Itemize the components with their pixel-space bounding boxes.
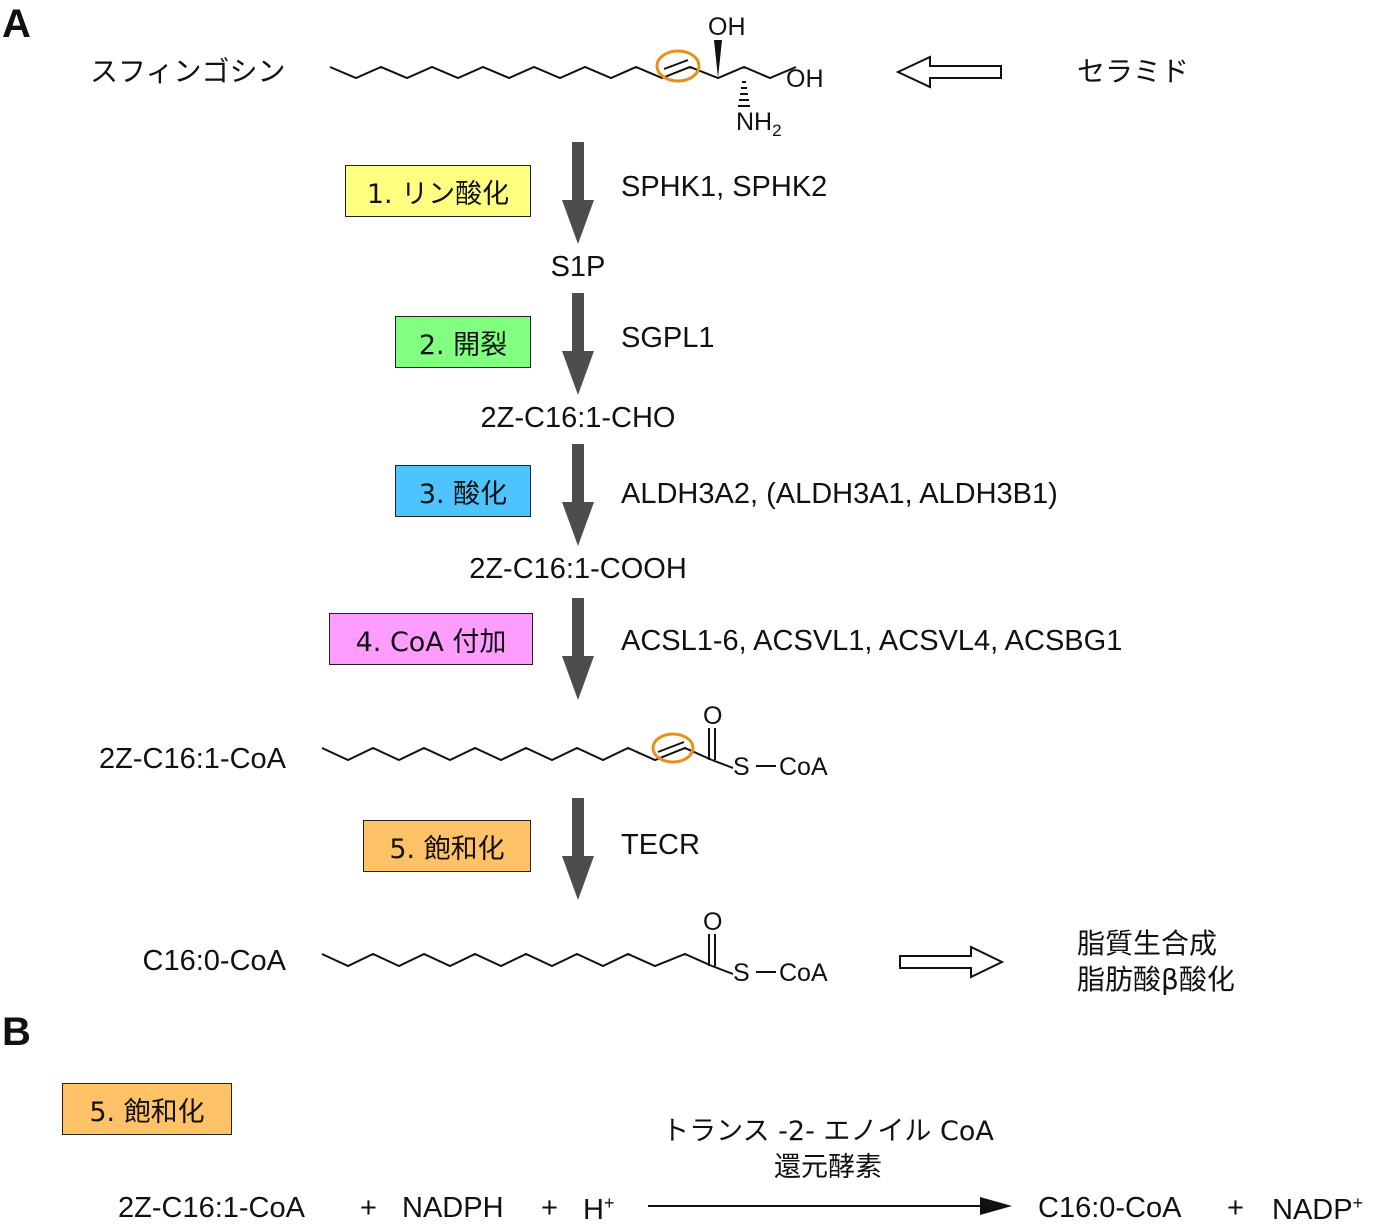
unsat-coa-s: S: [733, 753, 750, 781]
sat-coa-c-s-bond: [711, 965, 734, 975]
panel-b-plus-2: +: [541, 1192, 558, 1224]
product-cho: 2Z-C16:1-CHO: [480, 402, 676, 434]
panel-b-enzyme-line2: 還元酵素: [774, 1152, 882, 1183]
sphingosine-nh: NH2: [736, 108, 782, 140]
panel-b-substrate: 2Z-C16:1-CoA: [118, 1192, 305, 1224]
fate-hollow-arrow: [899, 945, 1005, 979]
panel-b-h-ion: H+: [583, 1193, 615, 1226]
product-s1p: S1P: [550, 251, 606, 283]
sphingosine-oh-right: OH: [786, 65, 824, 93]
sat-coa-o: O: [703, 908, 722, 936]
step-box-1: 1. リン酸化: [345, 165, 531, 217]
panel-b-nadph: NADPH: [402, 1192, 504, 1224]
reaction-arrow-head: [980, 1197, 1012, 1215]
fate-beta-oxidation: 脂肪酸β酸化: [1077, 963, 1235, 996]
sat-coa-chain: [321, 952, 713, 968]
panel-b-plus-1: +: [360, 1192, 377, 1224]
unsat-coa-coa: CoA: [779, 753, 828, 781]
sphingosine-oh-top: OH: [708, 13, 746, 41]
panel-label-a: A: [2, 2, 31, 46]
product-unsat-coa: 2Z-C16:1-CoA: [99, 743, 286, 775]
unsat-coa-double-bond: [657, 741, 685, 753]
panel-b-nadp: NADP+: [1272, 1193, 1364, 1226]
step-arrow-2: [562, 293, 594, 395]
panel-b-step-box: 5. 飽和化: [62, 1083, 232, 1135]
enzyme-1: SPHK1, SPHK2: [621, 171, 828, 203]
step-arrow-1: [562, 142, 594, 244]
panel-b-enzyme-line1: トランス -2- エノイル CoA: [662, 1116, 994, 1147]
ceramide-hollow-arrow: [895, 55, 1002, 89]
unsat-coa-highlight-circle: [651, 732, 695, 764]
sphingosine-chain: [329, 65, 797, 80]
step-arrow-3: [562, 444, 594, 546]
step-box-3: 3. 酸化: [395, 465, 531, 517]
product-sat-coa: C16:0-CoA: [142, 945, 286, 977]
sphingosine-oh-wedge: [714, 40, 722, 78]
product-cooh: 2Z-C16:1-COOH: [469, 553, 687, 585]
enzyme-5: TECR: [621, 829, 700, 861]
panel-label-b: B: [2, 1010, 31, 1054]
panel-b-product: C16:0-CoA: [1038, 1192, 1182, 1224]
ceramide-label: セラミド: [1077, 55, 1190, 88]
step-arrow-4: [562, 598, 594, 700]
panel-b-plus-3: +: [1227, 1192, 1244, 1224]
sphingosine-nh2-hash: [738, 81, 750, 107]
sphingosine-label: スフィンゴシン: [90, 55, 286, 88]
step-box-4: 4. CoA 付加: [329, 613, 533, 665]
sphingosine-double-bond: [663, 59, 689, 70]
sat-coa-s: S: [733, 959, 750, 987]
step-box-2: 2. 開裂: [395, 316, 531, 368]
step-arrow-5: [562, 798, 594, 900]
fate-lipid-synthesis: 脂質生合成: [1077, 927, 1218, 960]
sphingosine-highlight-circle: [655, 49, 701, 83]
unsat-coa-chain: [321, 746, 713, 762]
enzyme-2: SGPL1: [621, 322, 715, 354]
sat-coa-coa: CoA: [779, 959, 828, 987]
unsat-coa-c-s-bond: [711, 759, 734, 769]
step-box-5: 5. 飽和化: [363, 820, 531, 872]
enzyme-3: ALDH3A2, (ALDH3A1, ALDH3B1): [621, 478, 1058, 510]
unsat-coa-o: O: [703, 702, 722, 730]
enzyme-4: ACSL1-6, ACSVL1, ACSVL4, ACSBG1: [621, 625, 1123, 657]
